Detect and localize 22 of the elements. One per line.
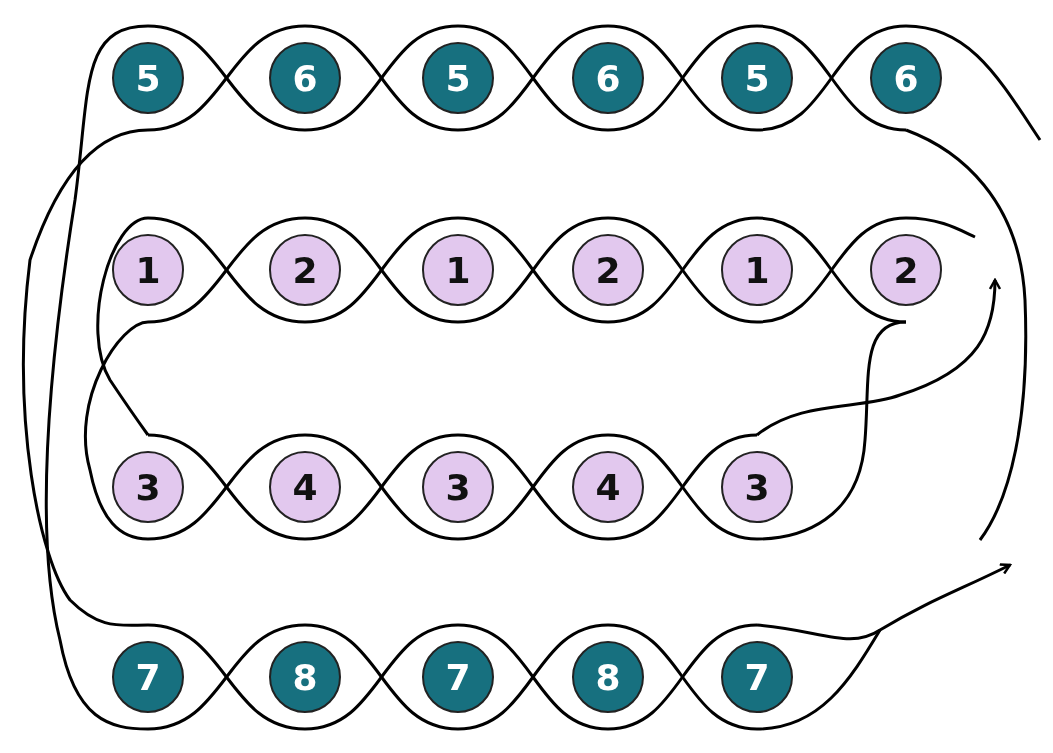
number-circle: 7 [721,641,793,713]
number-circle: 4 [269,451,341,523]
number-circle: 4 [572,451,644,523]
number-circle: 7 [422,641,494,713]
number-circle: 6 [269,42,341,114]
number-circle: 7 [112,641,184,713]
number-circle: 6 [870,42,942,114]
number-circle: 3 [112,451,184,523]
number-circle: 5 [112,42,184,114]
number-circle: 1 [422,234,494,306]
number-circle: 6 [572,42,644,114]
number-circle: 3 [721,451,793,523]
number-circle: 2 [269,234,341,306]
number-circle: 1 [112,234,184,306]
number-circle: 8 [572,641,644,713]
number-circle: 8 [269,641,341,713]
number-circle: 2 [572,234,644,306]
number-circle: 3 [422,451,494,523]
number-circle: 1 [721,234,793,306]
number-circle: 2 [870,234,942,306]
number-circle: 5 [721,42,793,114]
number-circle: 5 [422,42,494,114]
